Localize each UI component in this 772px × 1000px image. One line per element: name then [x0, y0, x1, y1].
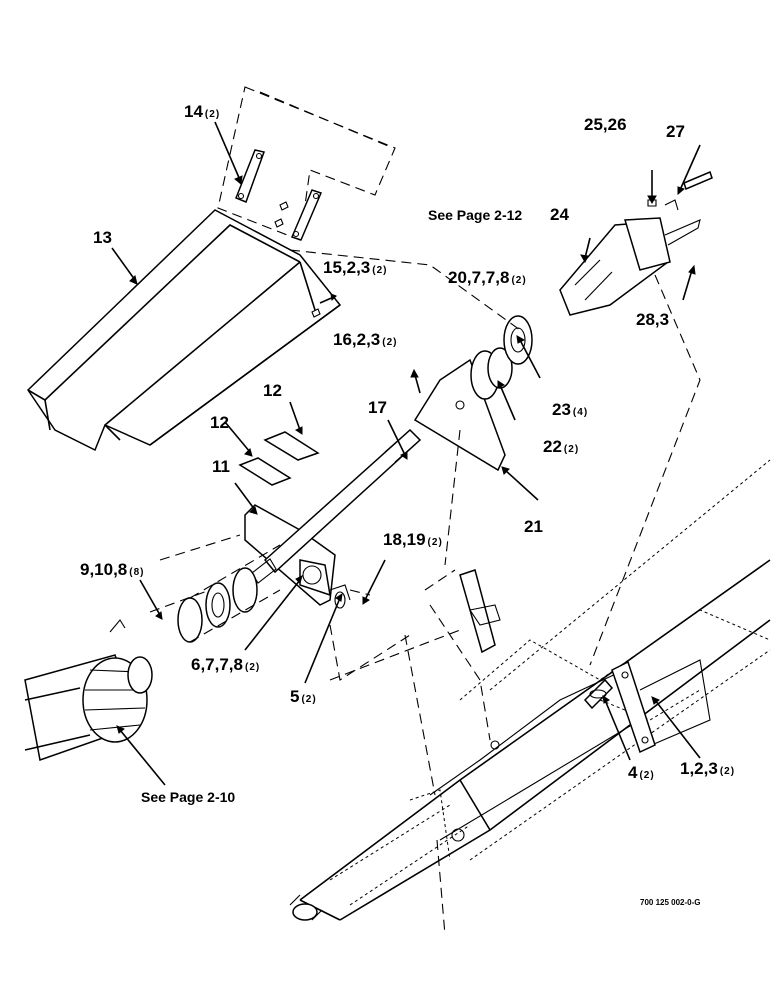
- label-5: 5(2): [290, 687, 317, 706]
- hitch-frame: [289, 459, 771, 921]
- label-12-lower: 12: [210, 413, 229, 432]
- label-18-19: 18,19(2): [383, 530, 443, 549]
- ref-page-2-12: See Page 2-12: [428, 207, 522, 223]
- routing-lines: [149, 249, 701, 936]
- label-14: 14(2): [184, 102, 220, 121]
- label-25-26: 25,26: [584, 115, 627, 134]
- figure-number: 700 125 002-0-G: [640, 898, 701, 907]
- shaft-17: [251, 428, 422, 584]
- hardware-15-16: [311, 293, 337, 318]
- decal-12-upper: [263, 431, 320, 461]
- decal-12-lower: [238, 457, 292, 486]
- label-23: 23(4): [552, 400, 588, 419]
- label-17: 17: [368, 398, 387, 417]
- label-20: 20,7,7,8(2): [448, 268, 527, 287]
- shear-bolt-27: [683, 170, 713, 191]
- label-11: 11: [212, 457, 230, 476]
- label-4: 4(2): [628, 763, 655, 782]
- ref-page-2-10: See Page 2-10: [141, 789, 235, 805]
- strap-14-right: [274, 189, 323, 241]
- label-13: 13: [93, 228, 112, 247]
- rod-4: [583, 678, 614, 710]
- shield-13: [27, 209, 342, 452]
- bar-1-2-3: [611, 660, 656, 754]
- part-labels: 14(2) 13 15,2,3(2) 16,2,3(2) 20,7,7,8(2)…: [80, 102, 735, 907]
- label-9-10-8: 9,10,8(8): [80, 560, 145, 579]
- label-12-upper: 12: [263, 381, 282, 400]
- pivot-hardware: [329, 569, 501, 842]
- strap-14-left: [235, 149, 265, 203]
- bearing-flanges-left: [177, 544, 281, 643]
- label-16: 16,2,3(2): [333, 330, 398, 349]
- leader-lines: [111, 121, 701, 786]
- drive-shaft-24: [559, 199, 701, 316]
- upper-shield-panel: [217, 86, 396, 241]
- label-22: 22(2): [543, 437, 579, 456]
- label-28: 28,3: [636, 310, 669, 329]
- pto-driveline: [24, 619, 153, 761]
- label-15: 15,2,3(2): [323, 258, 388, 277]
- label-24: 24: [550, 205, 569, 224]
- support-21: [413, 358, 506, 472]
- label-21: 21: [524, 517, 543, 536]
- label-1-2-3: 1,2,3(2): [680, 759, 735, 778]
- label-6-7-7-8: 6,7,7,8(2): [191, 655, 260, 674]
- label-27: 27: [666, 122, 685, 141]
- flanges-22-23: [470, 315, 533, 400]
- bolt-25-26: [647, 170, 657, 207]
